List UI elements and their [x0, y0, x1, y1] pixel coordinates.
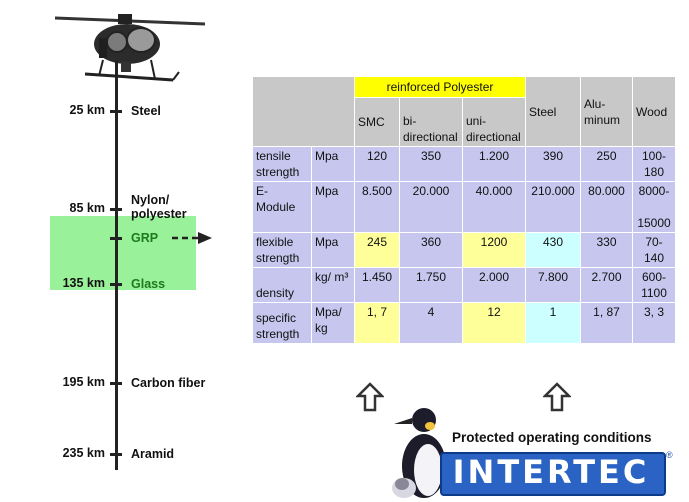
cell: 7.800 [525, 267, 581, 303]
helicopter-icon [55, 14, 205, 82]
cell: 80.000 [580, 181, 633, 233]
col-header-bidirectional: bi- directional [399, 97, 463, 147]
row-label: E- Module [252, 181, 312, 233]
cell: 430 [525, 232, 581, 268]
table-row-tensile-strength: tensile strength Mpa 120 350 1.200 390 2… [252, 146, 676, 182]
table-header-row: SMC bi- directional uni- directional [253, 97, 676, 147]
cell: 330 [580, 232, 633, 268]
col-header-steel: Steel [525, 76, 581, 147]
cell: 120 [354, 146, 400, 182]
cell: 8000- 15000 [632, 181, 676, 233]
cell: 390 [525, 146, 581, 182]
row-label: density [252, 267, 312, 303]
cell: 12 [462, 302, 526, 344]
row-label: specific strength [252, 302, 312, 344]
table-row-flexible-strength: flexible strength Mpa 245 360 1200 430 3… [252, 232, 676, 268]
table-row-density: density kg/ m³ 1.450 1.750 2.000 7.800 2… [252, 267, 676, 303]
material-glass: Glass [131, 277, 166, 291]
cell: 1200 [462, 232, 526, 268]
col-header-aluminum: Alu- minum [580, 76, 633, 147]
row-label: flexible strength [252, 232, 312, 268]
row-unit: Mpa [311, 146, 355, 182]
cell: 1.450 [354, 267, 400, 303]
cell: 210.000 [525, 181, 581, 233]
cell: 4 [399, 302, 463, 344]
arrow-right-icon [172, 232, 212, 244]
row-unit: Mpa [311, 232, 355, 268]
km-label-235: 235 km [62, 446, 105, 460]
col-header-wood: Wood [632, 76, 676, 147]
col-header-unidirectional: uni- directional [462, 97, 526, 147]
table-row-e-module: E- Module Mpa 8.500 20.000 40.000 210.00… [252, 181, 676, 233]
tick-85km [110, 208, 122, 211]
row-unit: kg/ m³ [311, 267, 355, 303]
logo-badge [440, 452, 666, 496]
header-empty [252, 76, 355, 147]
col-header-smc: SMC [354, 97, 400, 147]
logo-wordmark: INTERTEC [452, 453, 650, 491]
cell: 1 [525, 302, 581, 344]
cell: 1, 7 [354, 302, 400, 344]
tick-135km [110, 283, 122, 286]
km-label-85: 85 km [69, 201, 105, 215]
cable-line [115, 60, 118, 470]
cell: 1.750 [399, 267, 463, 303]
km-label-135: 135 km [62, 276, 105, 290]
tick-195km [110, 382, 122, 385]
tick-235km [110, 453, 122, 456]
material-carbon-fiber: Carbon fiber [131, 376, 206, 390]
tick-grp [110, 237, 122, 240]
cell: 8.500 [354, 181, 400, 233]
arrow-up-icon [356, 382, 384, 412]
penguin-mascot-icon [392, 408, 446, 498]
cell: 2.700 [580, 267, 633, 303]
material-nylon-polyester: Nylon/ polyester [131, 193, 187, 221]
cell: 245 [354, 232, 400, 268]
cell: 3, 3 [632, 302, 676, 344]
cell: 350 [399, 146, 463, 182]
material-steel: Steel [131, 104, 161, 118]
table-row-specific-strength: specific strength Mpa/ kg 1, 7 4 12 1 1,… [252, 302, 676, 344]
km-label-195: 195 km [62, 375, 105, 389]
cell: 360 [399, 232, 463, 268]
cell: 2.000 [462, 267, 526, 303]
cell: 250 [580, 146, 633, 182]
cell: 100- 180 [632, 146, 676, 182]
logo-tagline: Protected operating conditions [452, 430, 652, 445]
cell: 70- 140 [632, 232, 676, 268]
tick-25km [110, 110, 122, 113]
arrow-up-icon [543, 382, 571, 412]
material-grp: GRP [131, 231, 159, 245]
km-label-25: 25 km [69, 103, 105, 117]
row-unit: Mpa [311, 181, 355, 233]
row-unit: Mpa/ kg [311, 302, 355, 344]
group-header-reinforced-polyester: reinforced Polyester [354, 76, 526, 98]
cell: 40.000 [462, 181, 526, 233]
material-aramid: Aramid [131, 447, 175, 461]
materials-table: reinforced Polyester Steel Alu- minum Wo… [252, 76, 676, 344]
cell: 600- 1100 [632, 267, 676, 303]
grp-highlight-band [50, 216, 196, 290]
row-label: tensile strength [252, 146, 312, 182]
registered-mark: ® [666, 450, 673, 460]
cell: 20.000 [399, 181, 463, 233]
cell: 1, 87 [580, 302, 633, 344]
cell: 1.200 [462, 146, 526, 182]
table-header-group-row: reinforced Polyester Steel Alu- minum Wo… [252, 76, 676, 147]
